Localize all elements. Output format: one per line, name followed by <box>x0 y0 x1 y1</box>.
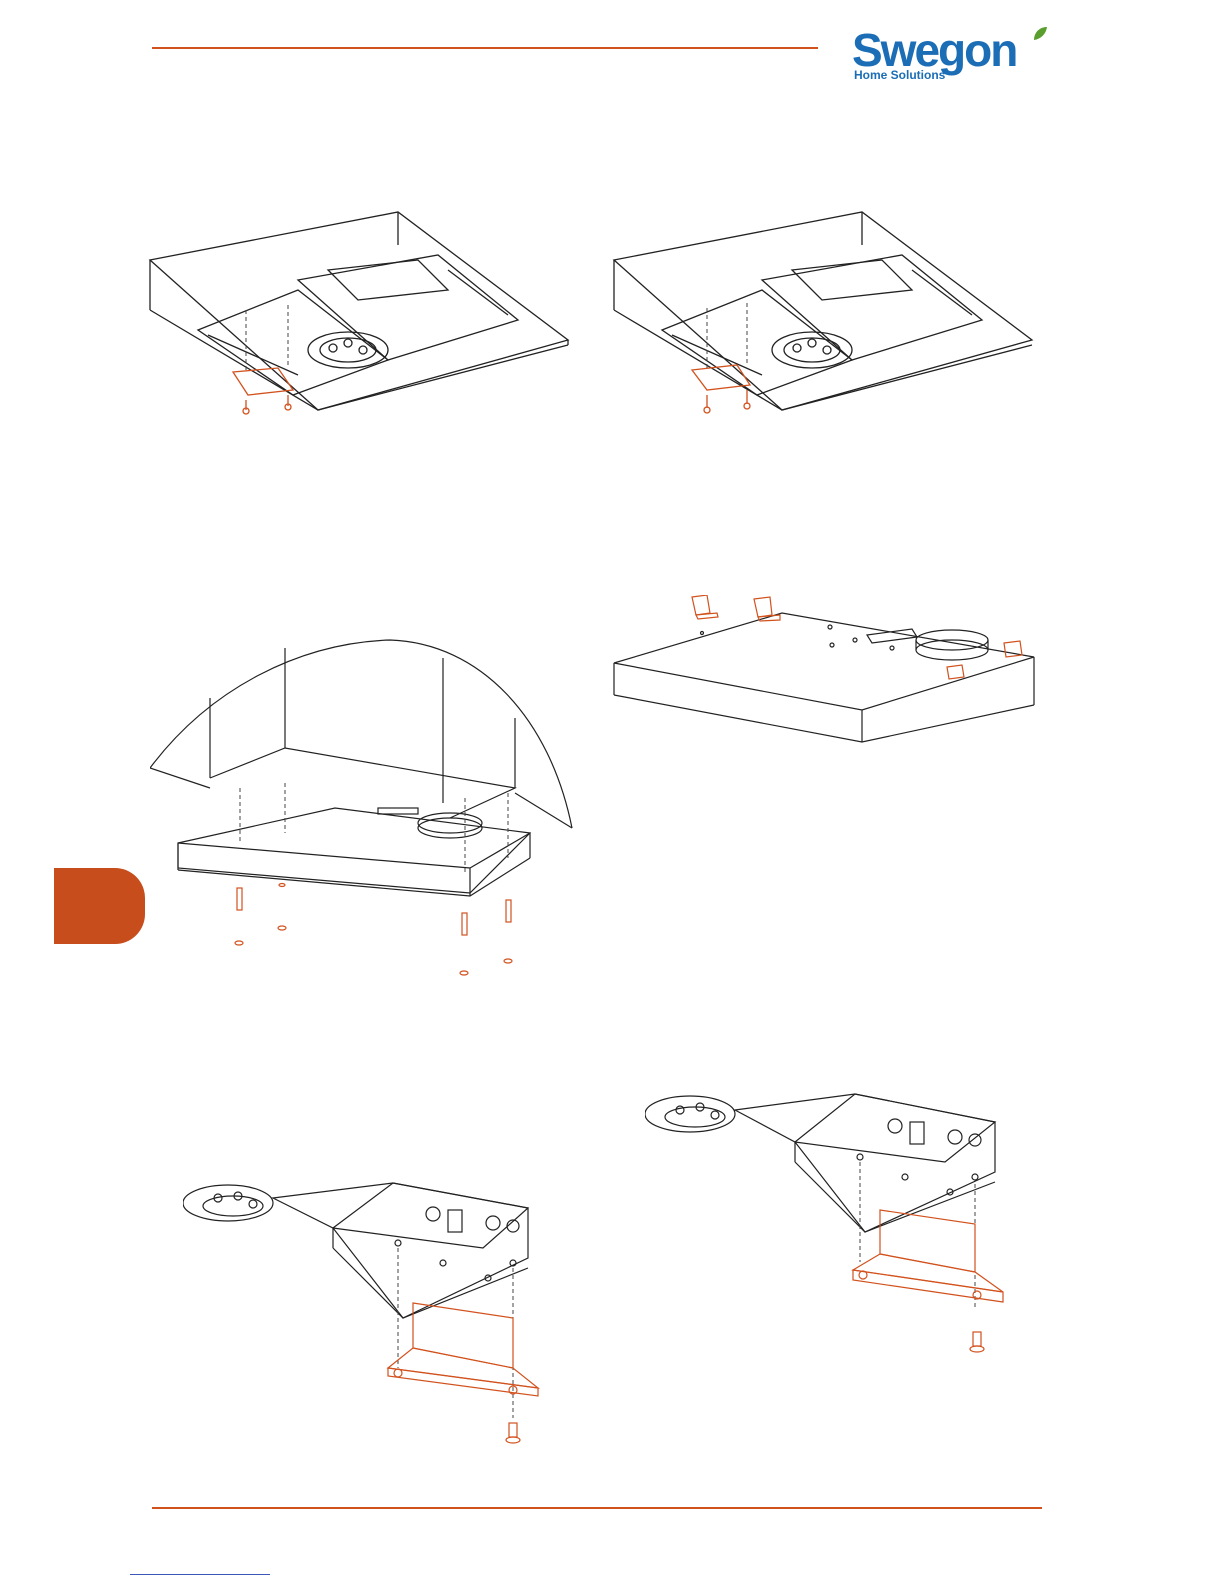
figure-chimney-mounting <box>150 638 580 988</box>
leaf-icon <box>1032 26 1048 42</box>
motor-box-cover-right-icon <box>645 1092 1015 1382</box>
section-tab <box>54 868 145 944</box>
hood-chimney-mounting-icon <box>150 638 580 988</box>
brand-tagline: Home Solutions <box>854 68 945 82</box>
hood-underside-bracket-left-icon <box>148 210 578 425</box>
hood-underside-bracket-right-icon <box>612 210 1042 425</box>
motor-box-cover-left-icon <box>183 1168 543 1458</box>
footer-rule <box>152 1507 1042 1509</box>
footer-link-underline <box>130 1574 270 1575</box>
figure-hood-underside-left <box>148 210 578 425</box>
figure-top-brackets <box>612 595 1042 745</box>
header-rule <box>152 47 818 49</box>
figure-motor-box-cover-right <box>645 1092 1015 1382</box>
hood-top-brackets-icon <box>612 595 1042 745</box>
brand-logo: Swegon Home Solutions <box>852 24 1052 90</box>
figure-motor-box-cover-left <box>183 1168 543 1458</box>
figure-hood-underside-right <box>612 210 1042 425</box>
